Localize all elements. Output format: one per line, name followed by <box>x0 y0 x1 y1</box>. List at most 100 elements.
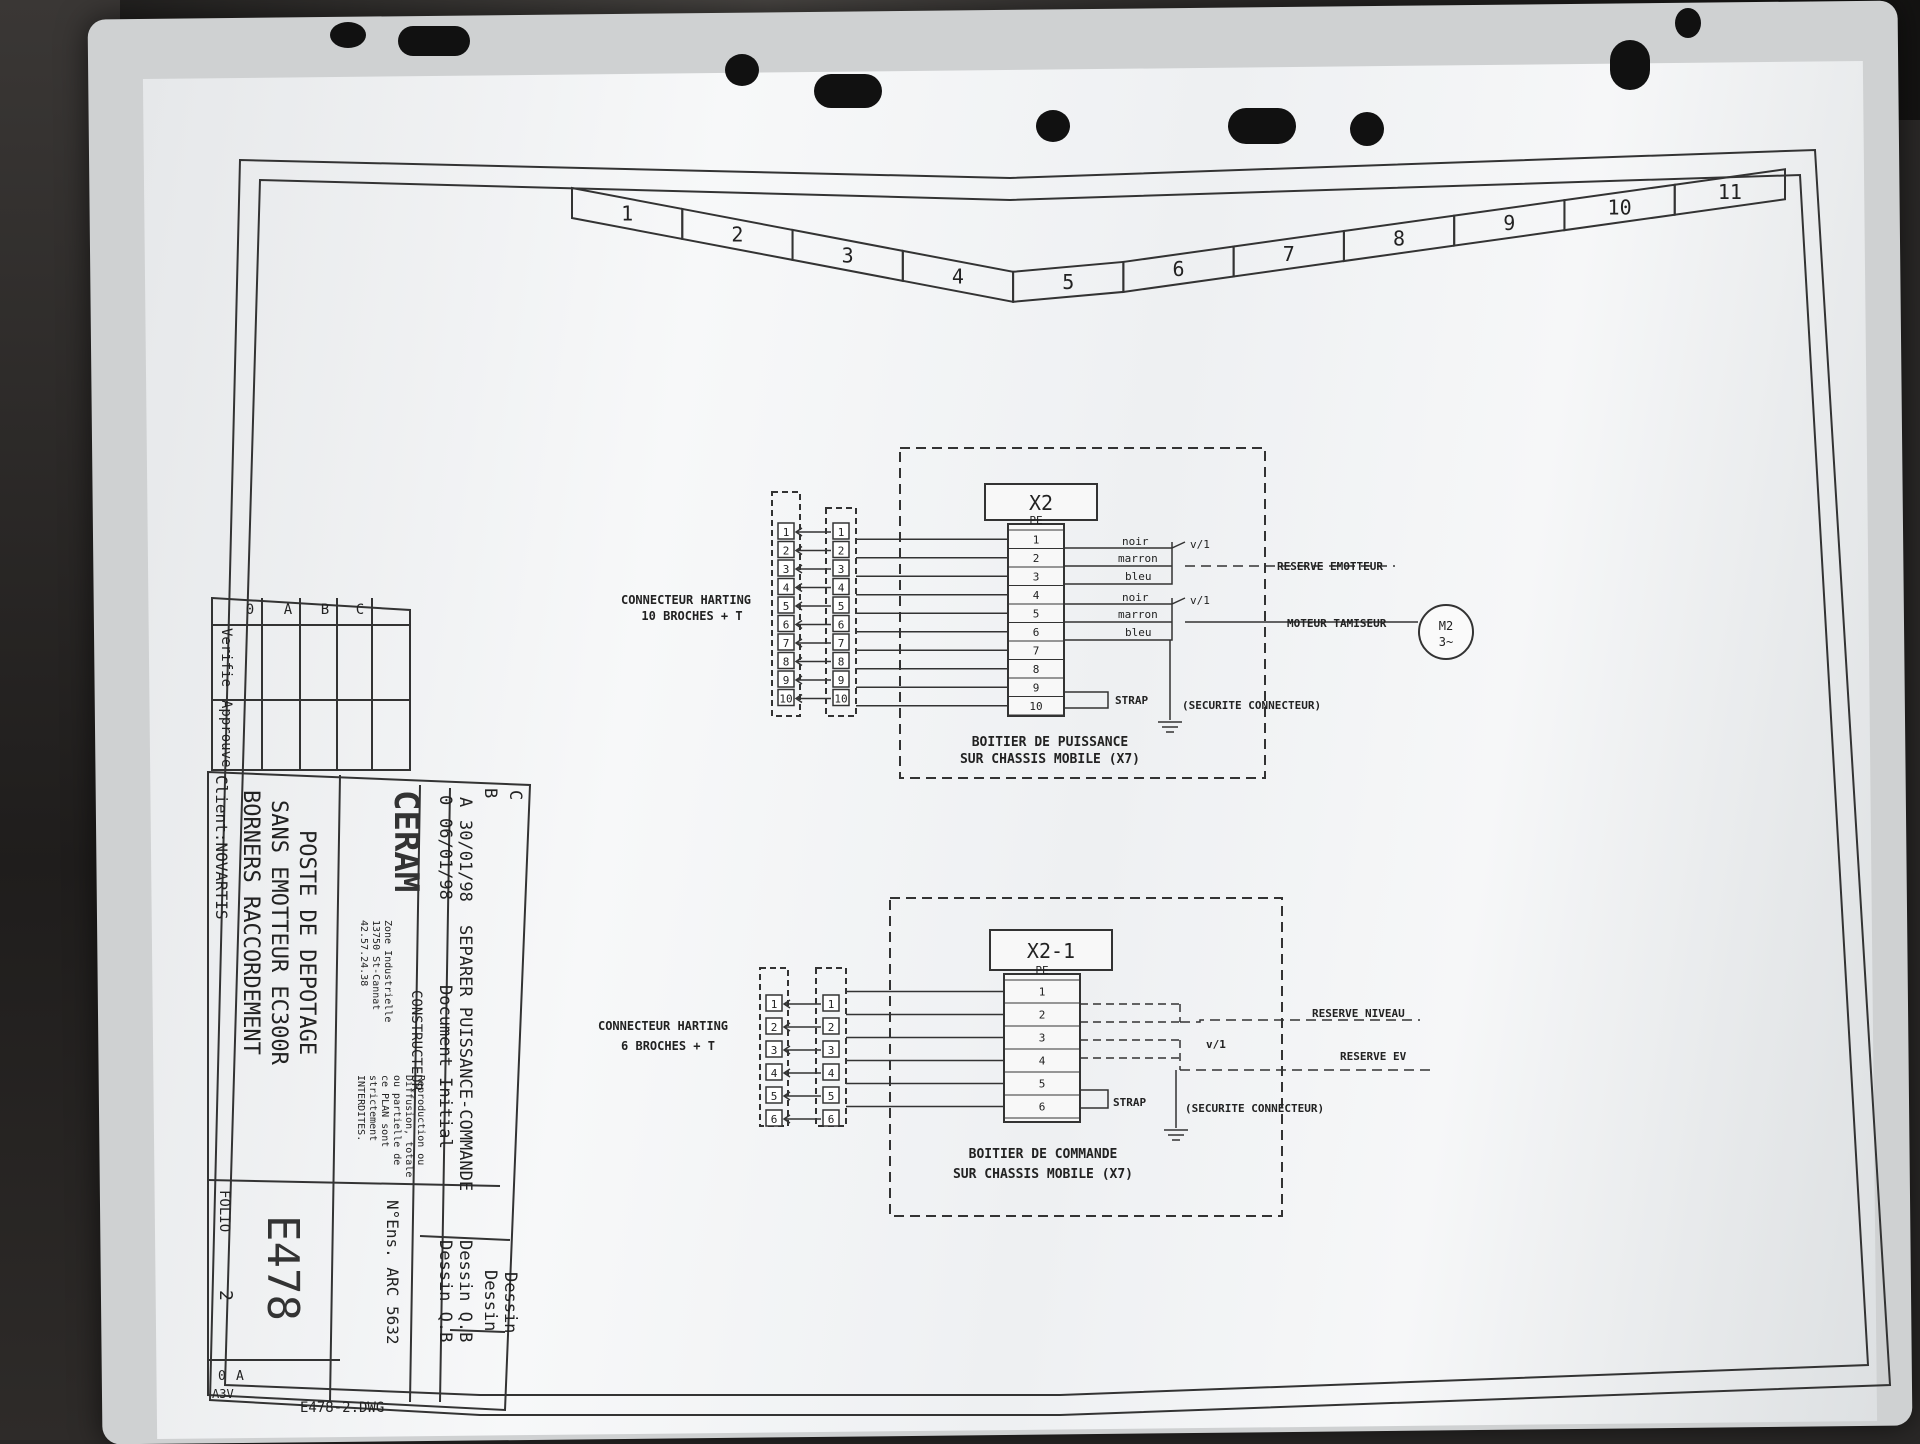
strap-x2 <box>1064 691 1109 709</box>
revision-letter: B <box>321 602 329 618</box>
pin-box <box>765 1109 783 1127</box>
pin-label: 1 <box>783 526 790 539</box>
pin-box <box>777 540 795 559</box>
pin-label: 9 <box>783 674 790 687</box>
terminal-label: 5 <box>1039 1078 1046 1091</box>
command-box-title-2: SUR CHASSIS MOBILE (X7) <box>953 1167 1133 1182</box>
terminal-pe: PE <box>1029 514 1042 527</box>
title-block-columns <box>329 774 451 1403</box>
harting-6-label-2: 6 BROCHES + T <box>621 1039 715 1053</box>
pin-box <box>822 1063 840 1081</box>
cable-emotteur <box>1064 541 1186 585</box>
pin-box <box>832 670 850 688</box>
v1-label-c: v/1 <box>1206 1038 1226 1051</box>
pin-box <box>777 633 795 651</box>
pin-link <box>794 675 831 685</box>
pin-label: 4 <box>771 1067 778 1080</box>
power-box-title-1: BOITIER DE PUISSANCE <box>972 735 1129 750</box>
drawing-number: E478 <box>257 1215 308 1321</box>
motor-label: M2 <box>1439 619 1453 633</box>
pin-link <box>794 564 831 574</box>
pin-label: 9 <box>838 674 845 687</box>
punch-hole <box>725 54 759 86</box>
pin-label: 4 <box>828 1067 835 1080</box>
terminal-strip-x2-1 <box>1003 973 1081 1123</box>
command-box-outline <box>889 897 1283 1217</box>
x2-1-label-box <box>989 929 1113 971</box>
rev-0-drawn: Dessin Q.B <box>435 1240 455 1342</box>
grid-column-label: 6 <box>1172 257 1184 281</box>
punch-hole <box>1228 108 1296 144</box>
pin-box <box>777 688 795 707</box>
pin-box <box>777 670 795 688</box>
pin-box <box>832 651 850 670</box>
harting-10-label-1: CONNECTEUR HARTING <box>621 593 751 607</box>
terminal-label: 1 <box>1033 533 1040 546</box>
pin-link <box>794 619 831 630</box>
pin-link <box>782 999 821 1009</box>
dessin-label-2: Dessin <box>500 1272 520 1333</box>
pin-box <box>777 651 795 670</box>
pin-link <box>782 1114 821 1124</box>
wire-noir-1: noir <box>1122 535 1149 548</box>
rev-top-c: C <box>505 790 525 800</box>
pin-link <box>794 527 831 537</box>
pin-label: 1 <box>771 998 778 1011</box>
moteur-tamiseur-label: MOTEUR TAMISEUR <box>1287 617 1387 630</box>
folio-number: 2 <box>215 1290 236 1301</box>
terminal-strip-x2 <box>1007 523 1065 717</box>
n-ens-label: N°Ens. ARC 5632 <box>383 1200 402 1345</box>
power-box-title-2: SUR CHASSIS MOBILE (X7) <box>960 752 1140 767</box>
pin-box <box>822 1109 840 1127</box>
pin-box <box>822 994 840 1012</box>
terminal-label: 5 <box>1033 607 1040 620</box>
title-line-2: SANS EMOTTEUR EC300R <box>266 800 291 1066</box>
grid-column-label: 7 <box>1283 242 1295 266</box>
pin-box <box>777 596 795 614</box>
terminal-label: 4 <box>1033 589 1040 602</box>
pin-box <box>832 559 850 577</box>
dessin-label-1: Dessin <box>480 1270 500 1331</box>
title-block-frame <box>207 770 532 1412</box>
motor-m2 <box>1418 604 1474 660</box>
rev-0-date: 06/01/98 <box>435 818 455 900</box>
revision-letter: A <box>284 602 293 618</box>
rev-a-drawn: Dessin Q.B <box>455 1240 475 1342</box>
terminal-label: 7 <box>1033 644 1040 657</box>
address-line-1: Zone Industrielle <box>382 920 393 1022</box>
reproduction-line-2: Diffusion, totale <box>403 1075 414 1177</box>
pin-link <box>782 1068 821 1078</box>
constructeur-label: CONSTRUCTEUR <box>408 990 424 1092</box>
grid-column-label: 2 <box>731 222 743 246</box>
x2-label: X2 <box>1029 491 1053 515</box>
v1-label-a: v/1 <box>1190 538 1210 551</box>
title-block: A 30/01/98 SEPARER PUISSANCE-COMMANDE De… <box>207 770 532 1416</box>
revision-columns <box>261 598 373 770</box>
inner-frame <box>223 173 1870 1396</box>
pin-label: 10 <box>834 693 847 706</box>
motor-sub: 3~ <box>1439 635 1453 649</box>
format-label: A3V <box>212 1387 234 1401</box>
footer-letter-a: A <box>236 1369 244 1384</box>
approuve-label: Approuve <box>218 700 234 767</box>
terminal-label: 2 <box>1039 1009 1046 1022</box>
strap-label-x2: STRAP <box>1115 694 1148 707</box>
footer-letter-0: 0 <box>218 1369 226 1384</box>
ground-x2-1 <box>1164 1070 1188 1141</box>
file-name: E478-2.DWG <box>300 1400 384 1416</box>
pin-label: 5 <box>771 1090 778 1103</box>
punch-hole <box>1610 40 1650 90</box>
rev-a-letter: A <box>455 797 475 807</box>
pin-box <box>765 994 783 1012</box>
wire-marron-2: marron <box>1118 608 1158 621</box>
grid-column-label: 9 <box>1503 211 1515 235</box>
client-label: Client:NOVARTIS <box>212 775 231 920</box>
pin-box <box>822 1086 840 1104</box>
pin-box <box>832 633 850 651</box>
pin-label: 6 <box>771 1113 778 1126</box>
